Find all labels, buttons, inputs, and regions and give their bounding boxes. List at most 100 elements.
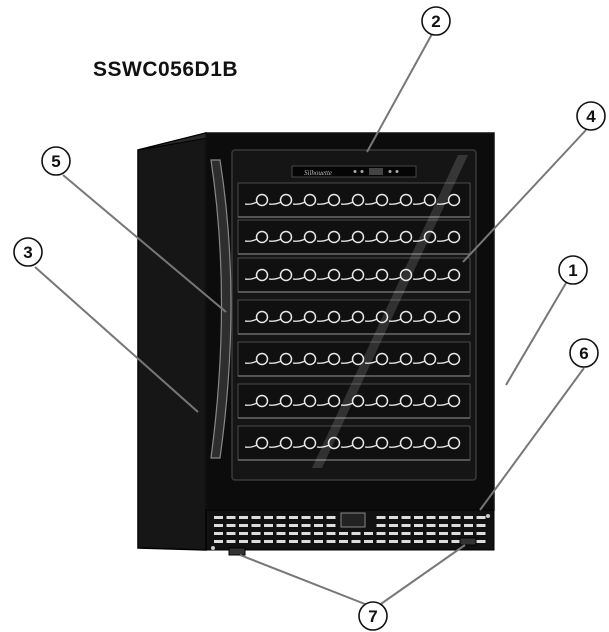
wine-shelf[interactable]: [237, 425, 471, 461]
grille-vent-slot: [214, 540, 223, 543]
toe-grille-vents: [214, 516, 486, 543]
bottle-neck-icon: [268, 360, 282, 364]
bottle-neck-icon: [292, 201, 306, 205]
grille-vent-slot: [464, 516, 473, 519]
bottle-neck-icon: [412, 201, 426, 205]
bottle-end-icon: [303, 436, 317, 450]
bottle-end-icon: [399, 352, 413, 366]
control-button-icon[interactable]: [395, 170, 399, 173]
grille-vent-slot: [226, 540, 236, 543]
grille-vent-slot: [339, 532, 348, 535]
model-title: SSWC056D1B: [93, 58, 239, 81]
bottle-end-icon: [351, 268, 365, 282]
bottle-end-icon: [375, 394, 389, 408]
grille-vent-slot: [476, 540, 486, 543]
bottle-neck-icon: [436, 276, 450, 280]
grille-vent-slot: [289, 540, 298, 543]
bottle-neck-icon: [316, 276, 330, 280]
wine-shelf[interactable]: [237, 299, 471, 335]
bottle-neck-icon: [244, 276, 258, 280]
grille-vent-slot: [226, 524, 236, 527]
grille-vent-slot: [264, 516, 273, 519]
callout-4: 4: [576, 101, 606, 131]
grille-vent-slot: [214, 516, 223, 519]
bottle-end-icon: [447, 230, 461, 244]
bottle-end-icon: [399, 436, 413, 450]
control-button-icon[interactable]: [353, 170, 357, 173]
bottle-end-icon: [303, 230, 317, 244]
grille-vent-slot: [476, 532, 486, 535]
callout-7: 7: [358, 601, 388, 631]
bottle-end-icon: [423, 352, 437, 366]
bottle-end-icon: [399, 394, 413, 408]
control-button-icon[interactable]: [360, 170, 364, 173]
bottle-end-icon: [327, 310, 341, 324]
grille-vent-slot: [376, 524, 386, 527]
leader-line-7a: [239, 554, 371, 607]
bottle-end-icon: [375, 230, 389, 244]
display-brand-label: Silhouette: [304, 169, 332, 177]
bottle-neck-icon: [292, 360, 306, 364]
grille-vent-slot: [364, 532, 373, 535]
grille-vent-slot: [439, 524, 448, 527]
bottle-end-icon: [351, 193, 365, 207]
bottle-neck-icon: [244, 444, 258, 448]
callout-2-label: 2: [431, 12, 440, 31]
control-button-icon[interactable]: [388, 170, 392, 173]
grille-vent-slot: [326, 540, 336, 543]
bottle-end-icon: [351, 230, 365, 244]
grille-vent-slot: [439, 540, 448, 543]
bottle-end-icon: [303, 193, 317, 207]
grille-vent-slot: [451, 524, 461, 527]
bottle-neck-icon: [364, 360, 378, 364]
bottle-neck-icon: [244, 360, 258, 364]
bottle-neck-icon: [436, 318, 450, 322]
grille-vent-slot: [314, 516, 323, 519]
wine-shelf[interactable]: [237, 257, 471, 293]
grille-vent-slot: [376, 532, 386, 535]
grille-vent-slot: [414, 540, 423, 543]
bottle-end-icon: [327, 352, 341, 366]
bottle-neck-icon: [388, 360, 402, 364]
grille-vent-slot: [376, 540, 386, 543]
bottle-neck-icon: [340, 444, 354, 448]
bottle-neck-icon: [364, 276, 378, 280]
bottle-neck-icon: [364, 402, 378, 406]
grille-vent-slot: [276, 516, 286, 519]
bottle-end-icon: [303, 268, 317, 282]
leveling-leg-right: [459, 537, 477, 546]
grille-vent-slot: [414, 524, 423, 527]
grille-vent-slot: [301, 516, 311, 519]
grille-vent-slot: [401, 540, 411, 543]
bottle-neck-icon: [436, 402, 450, 406]
wine-shelf[interactable]: [237, 219, 471, 255]
bottle-end-icon: [279, 394, 293, 408]
grille-vent-slot: [414, 516, 423, 519]
bottle-neck-icon: [436, 238, 450, 242]
bottle-end-icon: [447, 352, 461, 366]
grille-vent-slot: [439, 532, 448, 535]
door-handle[interactable]: [210, 159, 232, 459]
door-lock[interactable]: [340, 512, 366, 528]
bottle-end-icon: [447, 436, 461, 450]
bottle-end-icon: [399, 268, 413, 282]
wine-shelf[interactable]: [237, 341, 471, 377]
bottle-end-icon: [255, 268, 269, 282]
bottle-neck-icon: [412, 318, 426, 322]
wine-shelf[interactable]: [237, 383, 471, 419]
bottle-end-icon: [351, 436, 365, 450]
bottle-neck-icon: [340, 238, 354, 242]
bottle-end-icon: [423, 310, 437, 324]
grille-vent-slot: [264, 540, 273, 543]
grille-vent-slot: [326, 524, 336, 527]
callout-5: 5: [41, 146, 71, 176]
callout-2: 2: [421, 6, 451, 36]
bottle-end-icon: [327, 268, 341, 282]
bottle-end-icon: [351, 352, 365, 366]
bottle-end-icon: [327, 193, 341, 207]
grille-vent-slot: [364, 540, 373, 543]
callout-3: 3: [13, 237, 43, 267]
bottle-neck-icon: [316, 444, 330, 448]
bottle-end-icon: [303, 394, 317, 408]
